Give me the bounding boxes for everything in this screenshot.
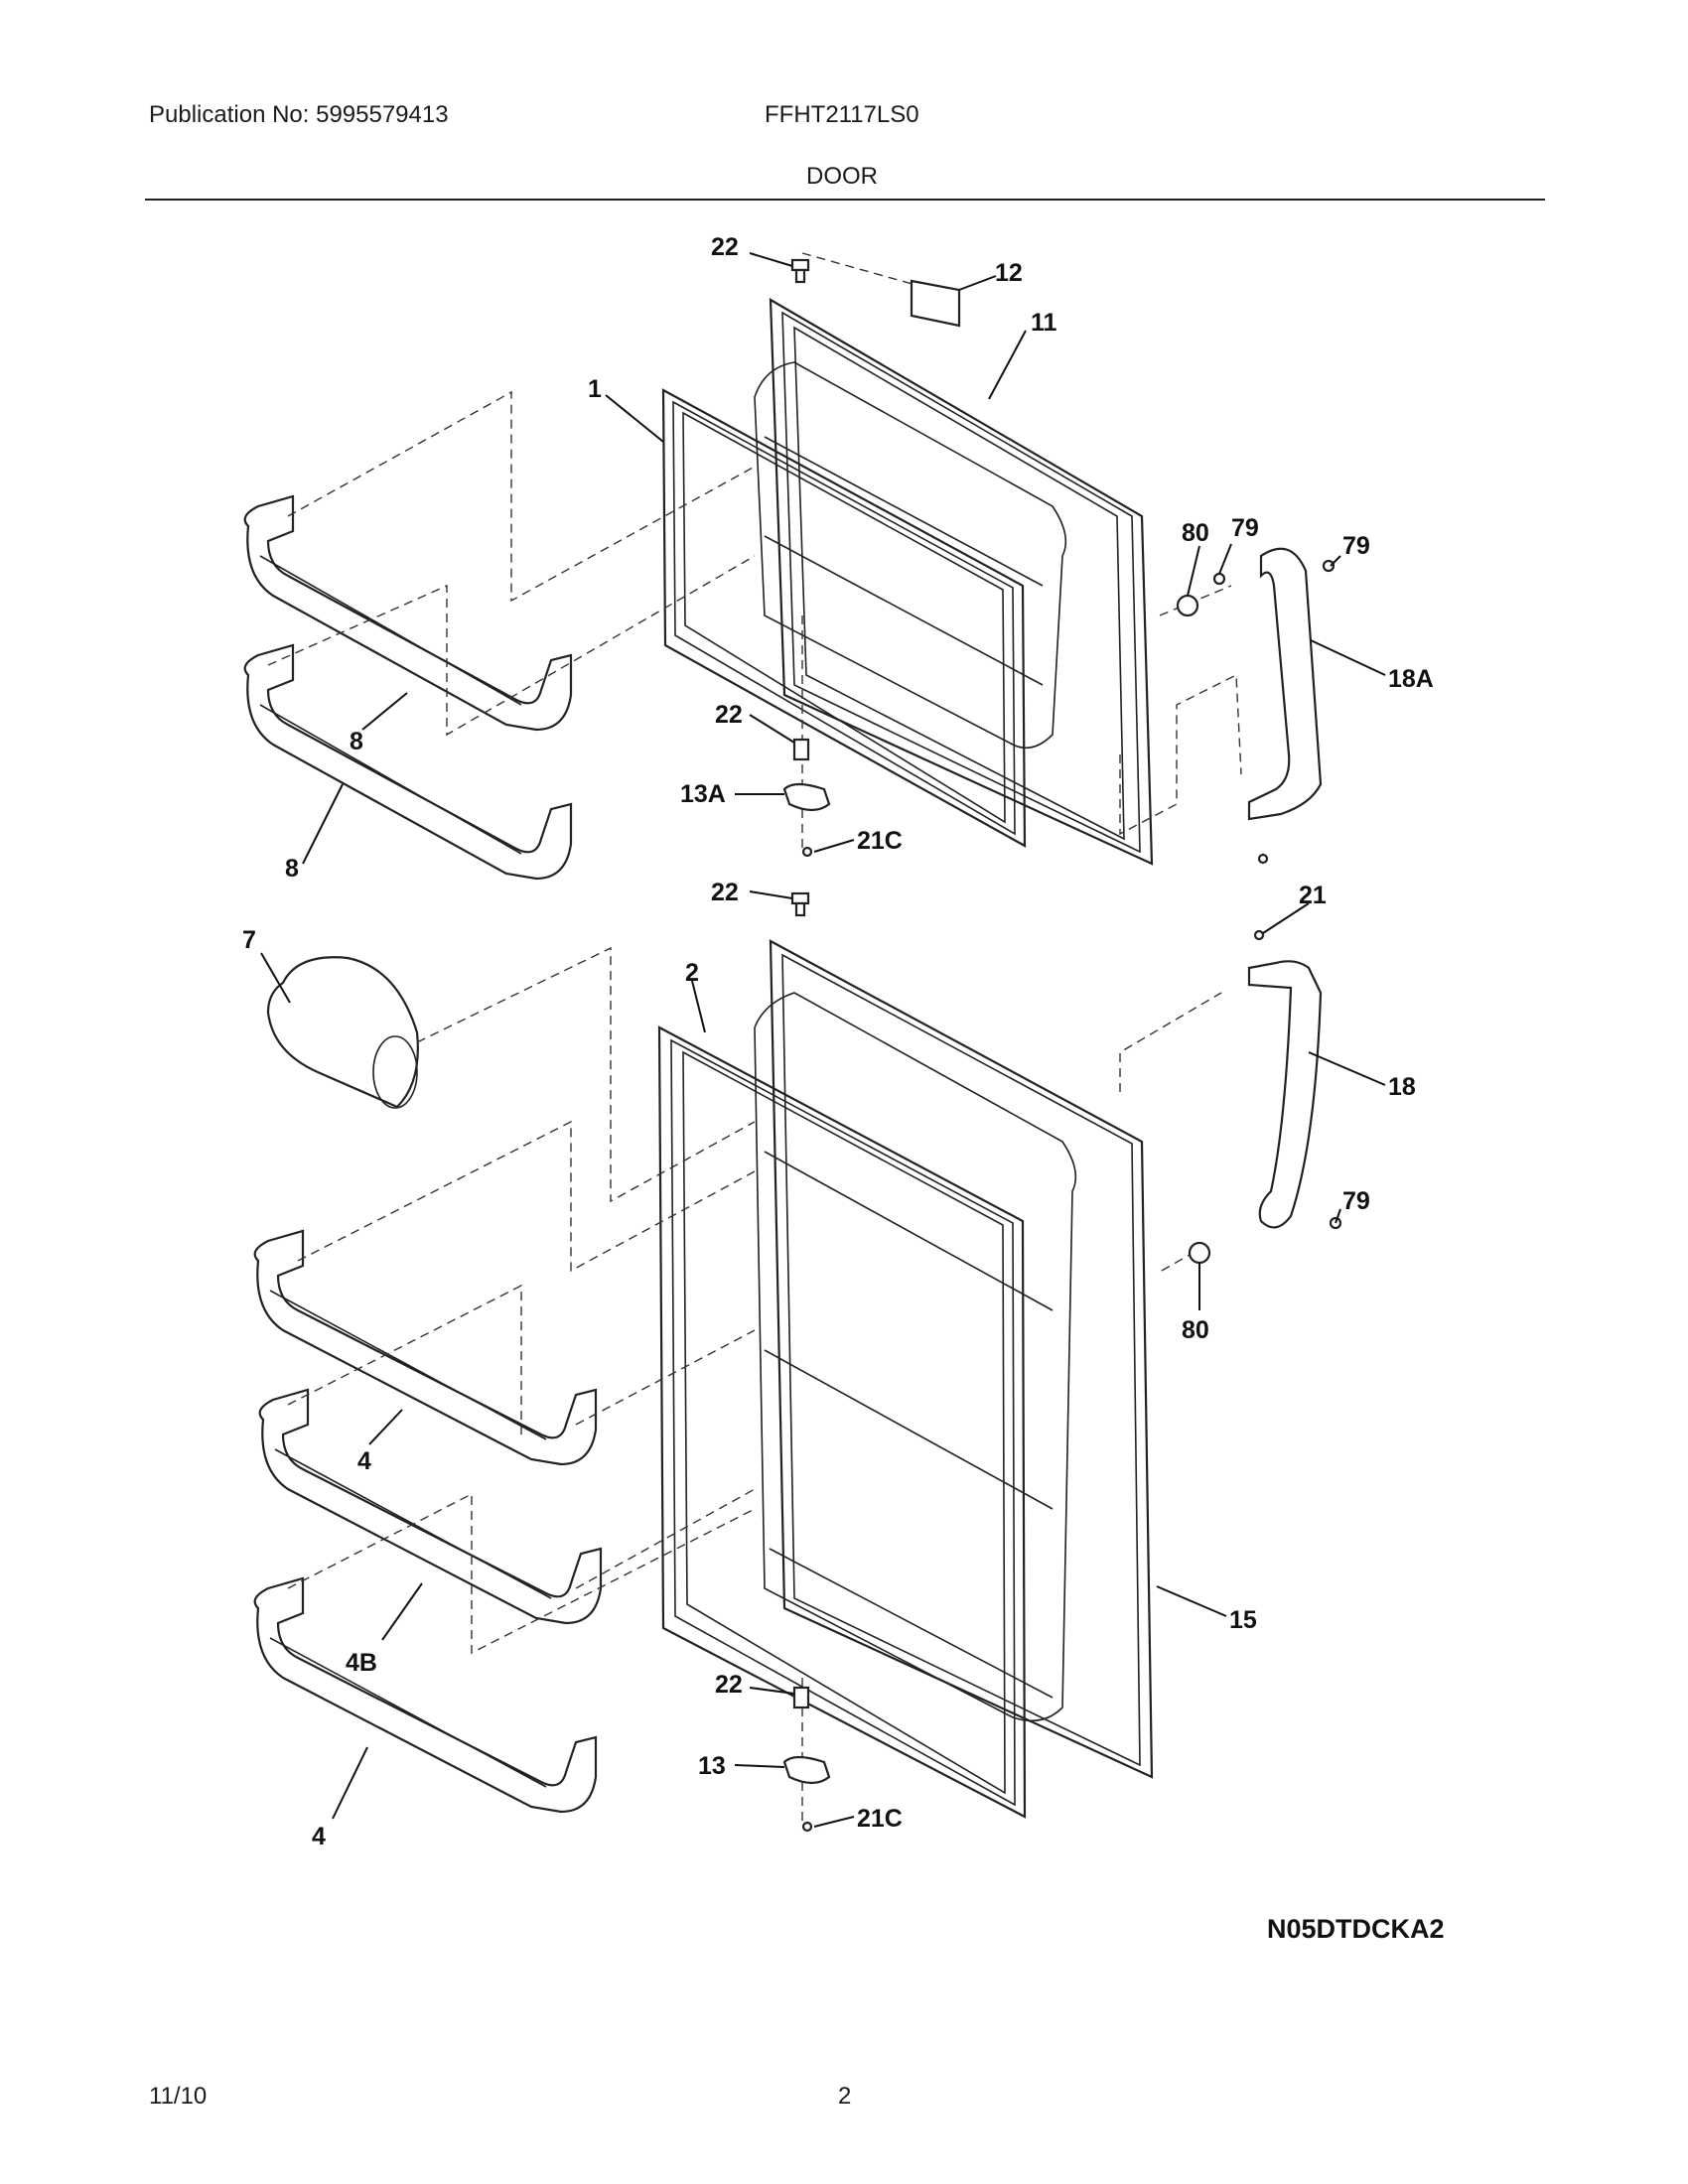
fresh-food-door-15: [754, 939, 1154, 1779]
callout-80-upper: 80: [1182, 519, 1209, 547]
fresh-food-handle-18: [1247, 960, 1323, 1229]
screw-21: [1253, 853, 1269, 941]
page-title: DOOR: [806, 163, 878, 190]
freezer-shelf-8-lower: [243, 643, 573, 881]
callout-22a: 22: [711, 233, 739, 261]
screw-79-upper: [1212, 559, 1336, 586]
label-12: [910, 279, 961, 328]
door-shelf-4-top: [253, 1229, 598, 1466]
diagram-code: N05DTDCKA2: [1267, 1914, 1445, 1944]
leader-lines: [260, 252, 1386, 1828]
callout-2: 2: [685, 959, 699, 987]
callout-12: 12: [995, 259, 1023, 287]
model-number: FFHT2117LS0: [765, 101, 919, 128]
callout-21: 21: [1299, 882, 1327, 909]
callout-22-lower-top: 22: [711, 879, 739, 906]
freezer-door-11: [754, 298, 1154, 866]
hinge-13: [782, 1755, 831, 1785]
callout-11: 11: [1031, 309, 1057, 337]
callout-labels: 22 12 11 1 80 79 79 18A 8 8 22 13A 21C 2…: [242, 233, 1445, 1944]
callout-79-lower: 79: [1342, 1187, 1370, 1215]
header-divider: [145, 199, 1545, 201]
callout-18a: 18A: [1388, 665, 1434, 693]
freezer-shelf-8-upper: [243, 494, 573, 732]
page-number: 2: [838, 2083, 852, 2110]
callout-13a: 13A: [680, 780, 726, 808]
footer-date: 11/10: [149, 2083, 208, 2110]
callout-4-bottom: 4: [312, 1823, 326, 1850]
screw-21c-upper: [801, 846, 813, 858]
callout-4-top: 4: [357, 1447, 371, 1475]
hinge-bushing-22-mid: [792, 738, 810, 761]
callout-22-mid: 22: [715, 701, 743, 729]
hinge-13a: [782, 782, 831, 812]
egg-container-7: [266, 956, 419, 1109]
callout-7: 7: [242, 926, 256, 954]
screw-21c-lower: [801, 1821, 813, 1833]
screw-22-lower-top: [790, 891, 810, 917]
fresh-food-gasket-2: [657, 1025, 1027, 1819]
callout-80-lower: 80: [1182, 1316, 1209, 1344]
bolt-80-upper: [1176, 594, 1199, 617]
callout-13: 13: [698, 1752, 726, 1780]
callout-79-upper-left: 79: [1231, 514, 1259, 542]
callout-21c-lower: 21C: [857, 1805, 903, 1833]
door-shelf-4-bottom: [253, 1576, 598, 1814]
callout-18: 18: [1388, 1073, 1416, 1101]
callout-15: 15: [1229, 1606, 1257, 1634]
freezer-handle-18a: [1247, 547, 1323, 821]
callout-1: 1: [588, 375, 602, 403]
callout-8-upper: 8: [350, 728, 363, 755]
door-shelf-4b: [258, 1388, 603, 1625]
callout-8-lower: 8: [285, 855, 299, 883]
bolt-80-lower: [1188, 1241, 1211, 1265]
callout-79-upper-right: 79: [1342, 532, 1370, 560]
callout-21c-upper: 21C: [857, 827, 903, 855]
publication-number: Publication No: 5995579413: [149, 101, 449, 128]
callout-22-bottom: 22: [715, 1671, 743, 1699]
callout-4b: 4B: [346, 1649, 377, 1677]
freezer-door-gasket-1: [661, 388, 1027, 848]
hinge-bushing-22-bottom: [792, 1686, 810, 1709]
screw-22-top: [790, 258, 810, 284]
